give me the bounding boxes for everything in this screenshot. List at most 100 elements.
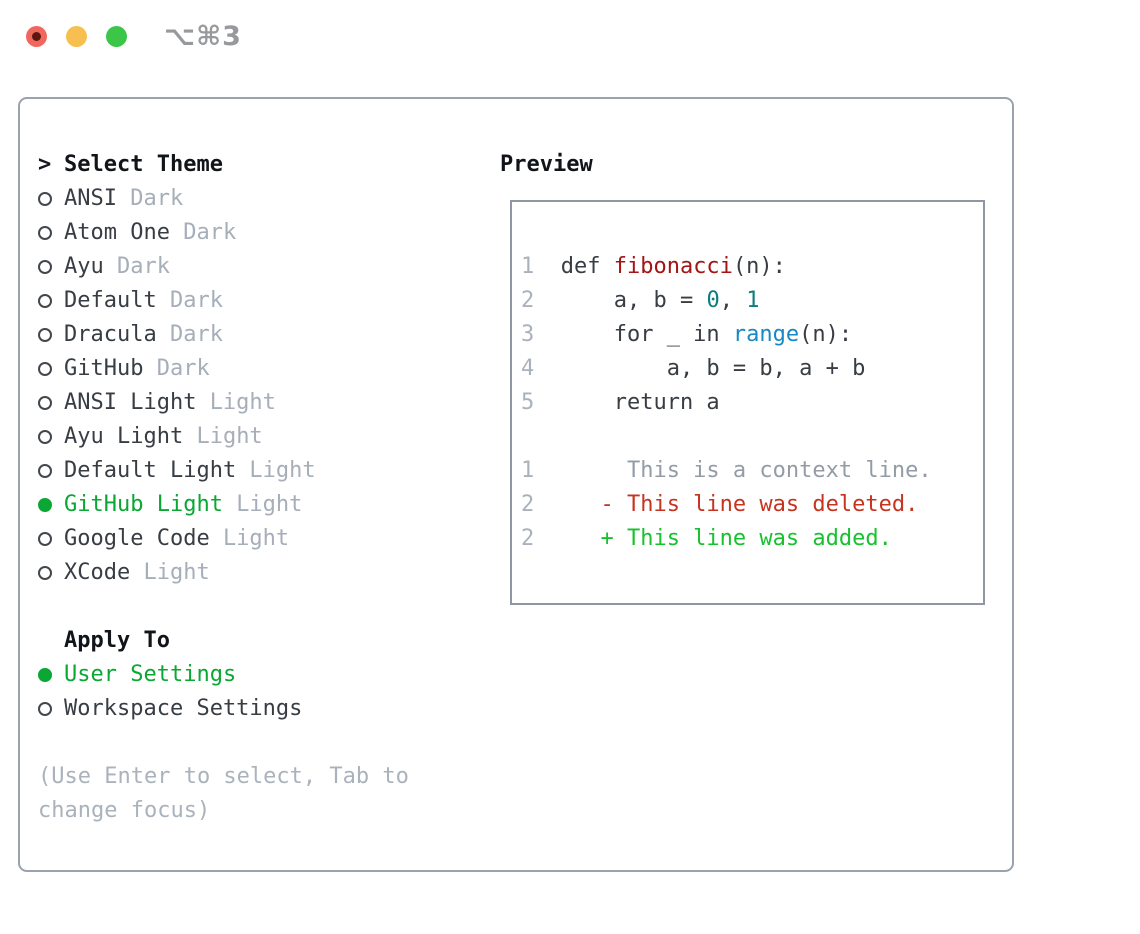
theme-variant: Dark (169, 322, 223, 347)
theme-variant: Light (209, 390, 276, 415)
line-number: 4 (521, 356, 535, 381)
theme-item-default[interactable]: Default Dark (38, 284, 409, 318)
theme-name: Google Code (64, 526, 210, 551)
theme-variant: Dark (183, 220, 237, 245)
theme-name: Ayu (64, 254, 104, 279)
theme-item-ayu-light[interactable]: Ayu Light Light (38, 420, 409, 454)
select-theme-header: > Select Theme (38, 148, 409, 182)
keyboard-hint: (Use Enter to select, Tab to change focu… (38, 760, 409, 828)
theme-variant: Light (222, 526, 290, 551)
apply-to-label: Apply To (64, 628, 170, 653)
theme-variant: Dark (169, 288, 223, 313)
preview-line: 2 a, b = 0, 1 (521, 284, 983, 318)
apply-option-label: User Settings (64, 662, 237, 687)
code-token: , (719, 288, 747, 313)
preview-line: 5 return a (521, 386, 983, 420)
code-token: range (732, 322, 800, 347)
theme-item-label: Google Code Light (64, 522, 289, 556)
radio-icon (38, 328, 52, 342)
theme-variant: Dark (130, 186, 184, 211)
close-button[interactable] (26, 26, 47, 47)
preview-line (521, 420, 983, 454)
preview-line: 3 for _ in range(n): (521, 318, 983, 352)
preview-header: Preview (500, 152, 593, 177)
theme-item-default-light[interactable]: Default Light Light (38, 454, 409, 488)
theme-item-ansi[interactable]: ANSI Dark (38, 182, 409, 216)
zoom-button[interactable] (106, 26, 127, 47)
code-token: 0 (706, 288, 720, 313)
theme-variant: Light (143, 560, 210, 585)
preview-line: 2 + This line was added. (521, 522, 983, 556)
apply-option-user-settings[interactable]: User Settings (38, 658, 409, 692)
line-number: 2 (521, 288, 535, 313)
code-token: a, b = (560, 288, 707, 313)
theme-item-google-code[interactable]: Google Code Light (38, 522, 409, 556)
theme-variant: Light (236, 492, 303, 517)
theme-item-github[interactable]: GitHub Dark (38, 352, 409, 386)
line-number: 1 (521, 458, 535, 483)
apply-option-workspace-settings[interactable]: Workspace Settings (38, 692, 409, 726)
theme-item-label: Dracula Dark (64, 318, 223, 352)
minimize-button[interactable] (66, 26, 87, 47)
theme-name: Default Light (64, 458, 237, 483)
theme-item-dracula[interactable]: Dracula Dark (38, 318, 409, 352)
radio-icon (38, 566, 52, 580)
close-dot-icon (32, 32, 41, 41)
code-token: 1 (746, 288, 760, 313)
apply-option-label: Workspace Settings (64, 696, 303, 721)
theme-name: ANSI Light (64, 390, 197, 415)
code-token: for _ in (560, 322, 733, 347)
theme-variant: Light (249, 458, 316, 483)
code-token: return a (560, 390, 720, 415)
select-theme-label: Select Theme (64, 152, 223, 177)
code-token: (n): (799, 322, 853, 347)
line-number: 3 (521, 322, 535, 347)
window-title-shortcut: ⌥⌘3 (164, 21, 242, 52)
theme-name: GitHub (64, 356, 144, 381)
theme-name: ANSI (64, 186, 117, 211)
theme-item-label: Default Dark (64, 284, 223, 318)
preview-line: 1 This is a context line. (521, 454, 983, 488)
theme-variant: Light (196, 424, 263, 449)
theme-name: Ayu Light (64, 424, 184, 449)
radio-icon (38, 464, 52, 478)
section-gap (38, 726, 409, 760)
line-number: 2 (521, 526, 535, 551)
radio-icon (38, 226, 52, 240)
preview-line: 4 a, b = b, a + b (521, 352, 983, 386)
code-token: def (560, 254, 614, 279)
radio-icon (38, 396, 52, 410)
code-token: (n): (732, 254, 786, 279)
prompt-icon: > (38, 152, 52, 177)
radio-icon (38, 702, 52, 716)
code-token: + This line was added. (560, 526, 892, 551)
theme-item-label: Default Light Light (64, 454, 316, 488)
theme-name: Default (64, 288, 157, 313)
radio-icon (38, 362, 52, 376)
theme-item-label: ANSI Dark (64, 182, 183, 216)
section-gap (38, 590, 409, 624)
theme-item-label: ANSI Light Light (64, 386, 276, 420)
theme-variant: Dark (156, 356, 210, 381)
theme-name: Dracula (64, 322, 157, 347)
code-token: a, b = b, a + b (560, 356, 866, 381)
radio-selected-icon (38, 498, 52, 512)
radio-selected-icon (38, 668, 52, 682)
theme-item-ansi-light[interactable]: ANSI Light Light (38, 386, 409, 420)
line-number: 2 (521, 492, 535, 517)
